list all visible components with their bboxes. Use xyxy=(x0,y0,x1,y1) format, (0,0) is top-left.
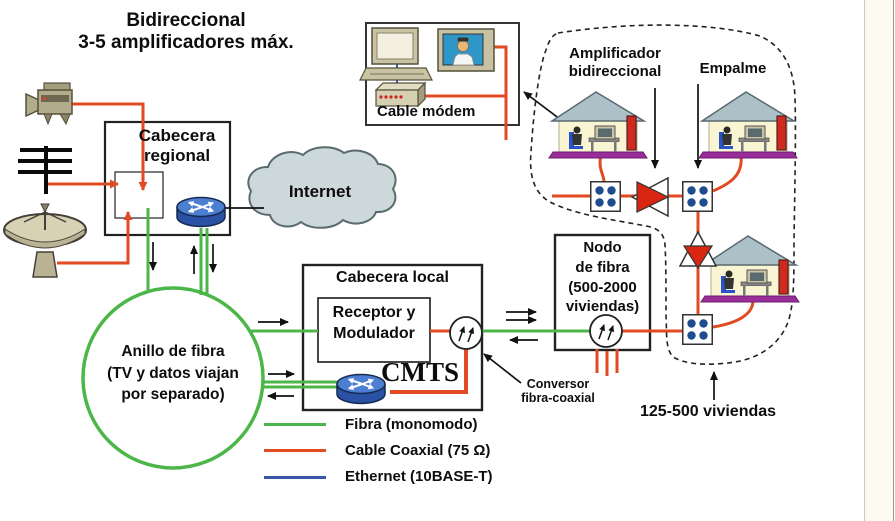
amplificador-bidireccional-label: Amplificador bidireccional xyxy=(568,45,662,80)
legend-swatch-ethernet xyxy=(264,476,326,479)
internet-cloud xyxy=(247,146,397,229)
tv-set-icon xyxy=(437,28,495,72)
coax-satellite-feed xyxy=(57,211,133,265)
tap-3 xyxy=(682,314,713,345)
legend-swatch-coax xyxy=(264,449,326,452)
legend-label-ethernet: Ethernet (10BASE-T) xyxy=(345,468,493,485)
coax-conversor-to-cmts xyxy=(390,349,468,394)
coax-lines xyxy=(46,45,755,394)
fiber-ring xyxy=(81,286,265,470)
combiner-box xyxy=(114,171,164,219)
receptor-modulador-box xyxy=(317,297,431,363)
house-3 xyxy=(700,235,800,303)
conversor-fibra-coaxial-node xyxy=(450,317,482,349)
satellite-dish-icon xyxy=(3,203,87,278)
coax-house1-drop xyxy=(598,154,606,182)
receptor-modulador-label: Receptor y Modulador xyxy=(332,304,416,342)
coax-camera-feed xyxy=(70,102,148,191)
cmts-label: CMTS xyxy=(381,357,460,387)
coax-house3-drop xyxy=(712,298,755,329)
internet-label: Internet xyxy=(288,182,352,201)
cabecera-regional-label: Cabecera regional xyxy=(138,126,216,165)
conversor-label: Conversor fibra-coaxial xyxy=(521,377,595,405)
regional-router-icon xyxy=(177,198,225,227)
cable-modem-icon xyxy=(374,81,427,108)
coax-house2-drop xyxy=(712,155,743,193)
tap-2-empalme xyxy=(682,181,713,212)
legend-label-coax: Cable Coaxial (75 Ω) xyxy=(345,442,491,459)
cmts-router-icon xyxy=(337,375,385,404)
tv-antenna-icon xyxy=(18,146,72,194)
video-camera-icon xyxy=(25,82,73,126)
anillo-fibra-label: Anillo de fibra (TV y datos viajan por s… xyxy=(107,343,239,404)
legend-swatch-fiber xyxy=(264,423,326,426)
bidirectional-amplifier-horizontal xyxy=(630,176,670,218)
fiber-lines xyxy=(146,208,592,389)
desktop-computer-icon xyxy=(359,27,433,81)
bidirectional-amplifier-vertical xyxy=(678,230,718,270)
house-2 xyxy=(698,91,798,159)
legend-label-fiber: Fibra (monomodo) xyxy=(345,416,478,433)
cable-modem-label: Cable módem xyxy=(377,103,476,120)
cabecera-local-label: Cabecera local xyxy=(336,269,449,286)
tap-1 xyxy=(590,181,621,212)
nodo-fibra-node xyxy=(590,315,622,347)
viviendas-label: 125-500 viviendas xyxy=(639,403,777,420)
conversor-label-arrow xyxy=(483,353,522,384)
coax-tv-drop xyxy=(492,45,508,140)
empalme-label: Empalme xyxy=(699,60,767,77)
slide-right-margin xyxy=(864,0,894,521)
service-area-dashed-boundary xyxy=(529,24,797,365)
nodo-fibra-label: Nodo de fibra (500-2000 viviendas) xyxy=(565,239,640,316)
house-1 xyxy=(548,91,648,159)
diagram-title: Bidireccional 3-5 amplificadores máx. xyxy=(78,10,294,54)
